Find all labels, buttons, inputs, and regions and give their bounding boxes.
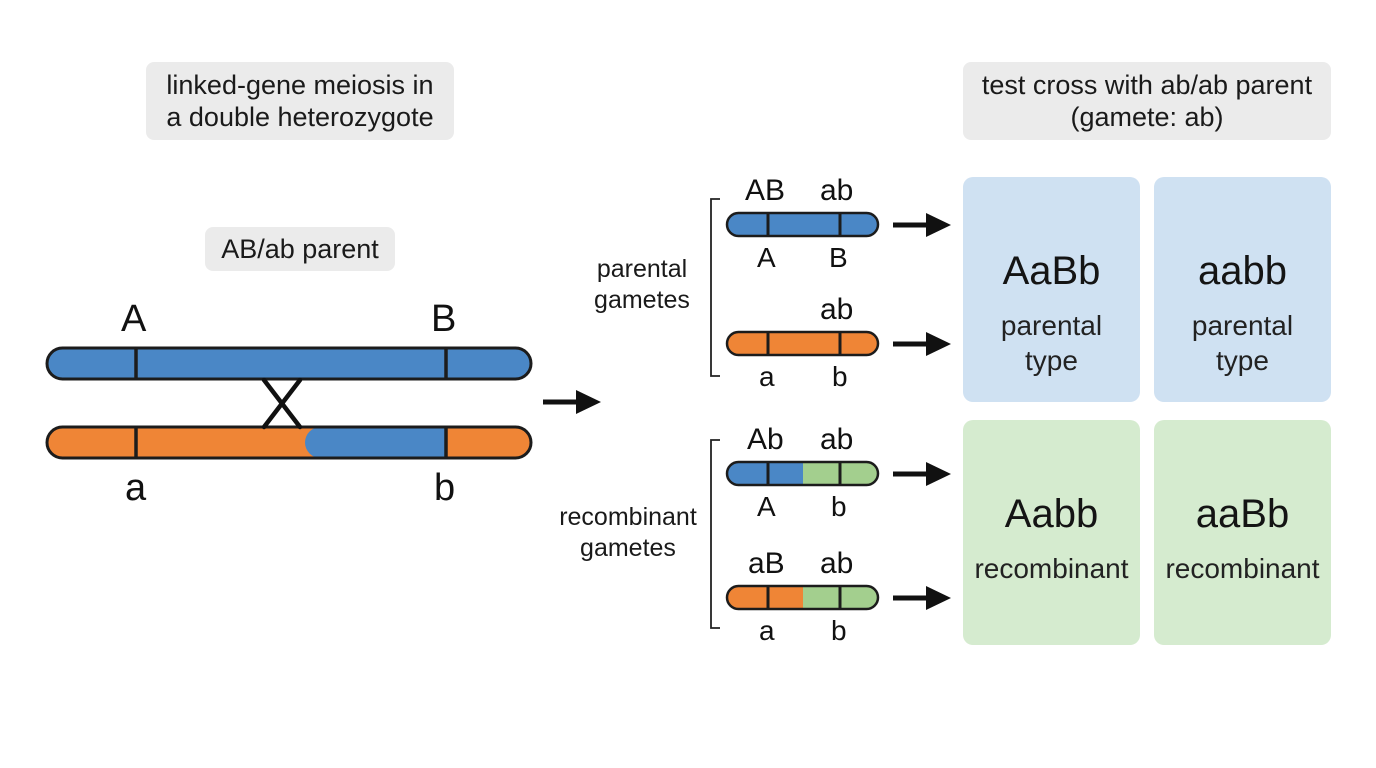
offspring-type-line1: recombinant — [974, 553, 1129, 584]
offspring-genotype: AaBb — [1002, 249, 1101, 293]
allele-label-B: B — [431, 298, 457, 340]
gamete-1-bottom-right: B — [829, 242, 848, 273]
allele-label-A: A — [121, 298, 147, 340]
gamete-2-bottom-right: b — [832, 361, 848, 392]
offspring-card-Aabb: Aabb recombinant — [963, 420, 1140, 645]
parent-chromosome-bottom — [45, 425, 533, 460]
recombinant-gametes-label: recombinant gametes — [549, 502, 707, 565]
gamete-1-top-left: AB — [745, 174, 786, 207]
right-arrow-icon — [543, 390, 601, 414]
gamete-3-top-left: Ab — [747, 423, 784, 456]
parent-chromosome-top — [45, 346, 533, 381]
parental-gametes-label: parental gametes — [576, 254, 708, 317]
parental-bracket — [710, 198, 720, 377]
gamete-4-top-left: aB — [748, 547, 785, 580]
offspring-type: recombinant — [1165, 551, 1319, 586]
offspring-type: parental type — [1001, 308, 1102, 378]
gamete-chromosome-aB — [725, 584, 880, 611]
gamete-3-bottom-right: b — [831, 491, 847, 522]
left-title-line1: linked-gene meiosis in — [166, 70, 434, 100]
recombinant-bracket — [710, 439, 720, 629]
gamete-4-top-right: ab — [820, 547, 854, 580]
right-title-line2: (gamete: ab) — [1070, 101, 1224, 132]
gamete-chromosome-ab — [725, 330, 880, 357]
right-arrow-icon — [893, 213, 951, 237]
offspring-type: parental type — [1192, 308, 1293, 378]
right-arrow-icon — [893, 462, 951, 486]
offspring-card-AaBb: AaBb parental type — [963, 177, 1140, 402]
offspring-type: recombinant — [974, 551, 1128, 586]
allele-label-b: b — [434, 467, 456, 509]
offspring-card-aaBb: aaBb recombinant — [1154, 420, 1331, 645]
offspring-type-line2: type — [1216, 345, 1269, 376]
gamete-1-bottom-left: A — [757, 242, 776, 273]
offspring-card-aabb: aabb parental type — [1154, 177, 1331, 402]
gamete-chromosome-Ab — [725, 460, 880, 487]
offspring-genotype: aabb — [1198, 249, 1287, 293]
gamete-3-bottom-left: A — [757, 491, 776, 522]
recombinant-gametes-line1: recombinant — [559, 503, 697, 531]
offspring-genotype: Aabb — [1004, 492, 1099, 536]
right-title-line1: test cross with ab/ab parent — [981, 70, 1313, 100]
left-title-line2: a double heterozygote — [166, 101, 434, 132]
gamete-4-bottom-left: a — [759, 615, 775, 646]
recombinant-gametes-line2: gametes — [580, 534, 676, 563]
gamete-1-top-right: ab — [820, 174, 854, 207]
left-title: linked-gene meiosis in a double heterozy… — [146, 62, 454, 140]
gamete-2-bottom-left: a — [759, 361, 775, 392]
parental-gametes-line2: gametes — [594, 286, 690, 315]
allele-label-a: a — [125, 467, 147, 509]
right-title: test cross with ab/ab parent (gamete: ab… — [963, 62, 1331, 140]
parent-label: AB/ab parent — [205, 227, 395, 271]
offspring-type-line1: parental — [1000, 310, 1103, 341]
crossover-x-icon — [261, 377, 303, 430]
gamete-4-bottom-right: b — [831, 615, 847, 646]
offspring-type-line1: recombinant — [1165, 553, 1320, 584]
right-arrow-icon — [893, 332, 951, 356]
parental-gametes-line1: parental — [596, 255, 688, 283]
gamete-chromosome-AB — [725, 211, 880, 238]
right-arrow-icon — [893, 586, 951, 610]
offspring-type-line1: parental — [1191, 310, 1294, 341]
offspring-genotype: aaBb — [1195, 492, 1290, 536]
gamete-3-top-right: ab — [820, 423, 854, 456]
gamete-2-top-right: ab — [820, 293, 854, 326]
offspring-type-line2: type — [1025, 345, 1078, 376]
